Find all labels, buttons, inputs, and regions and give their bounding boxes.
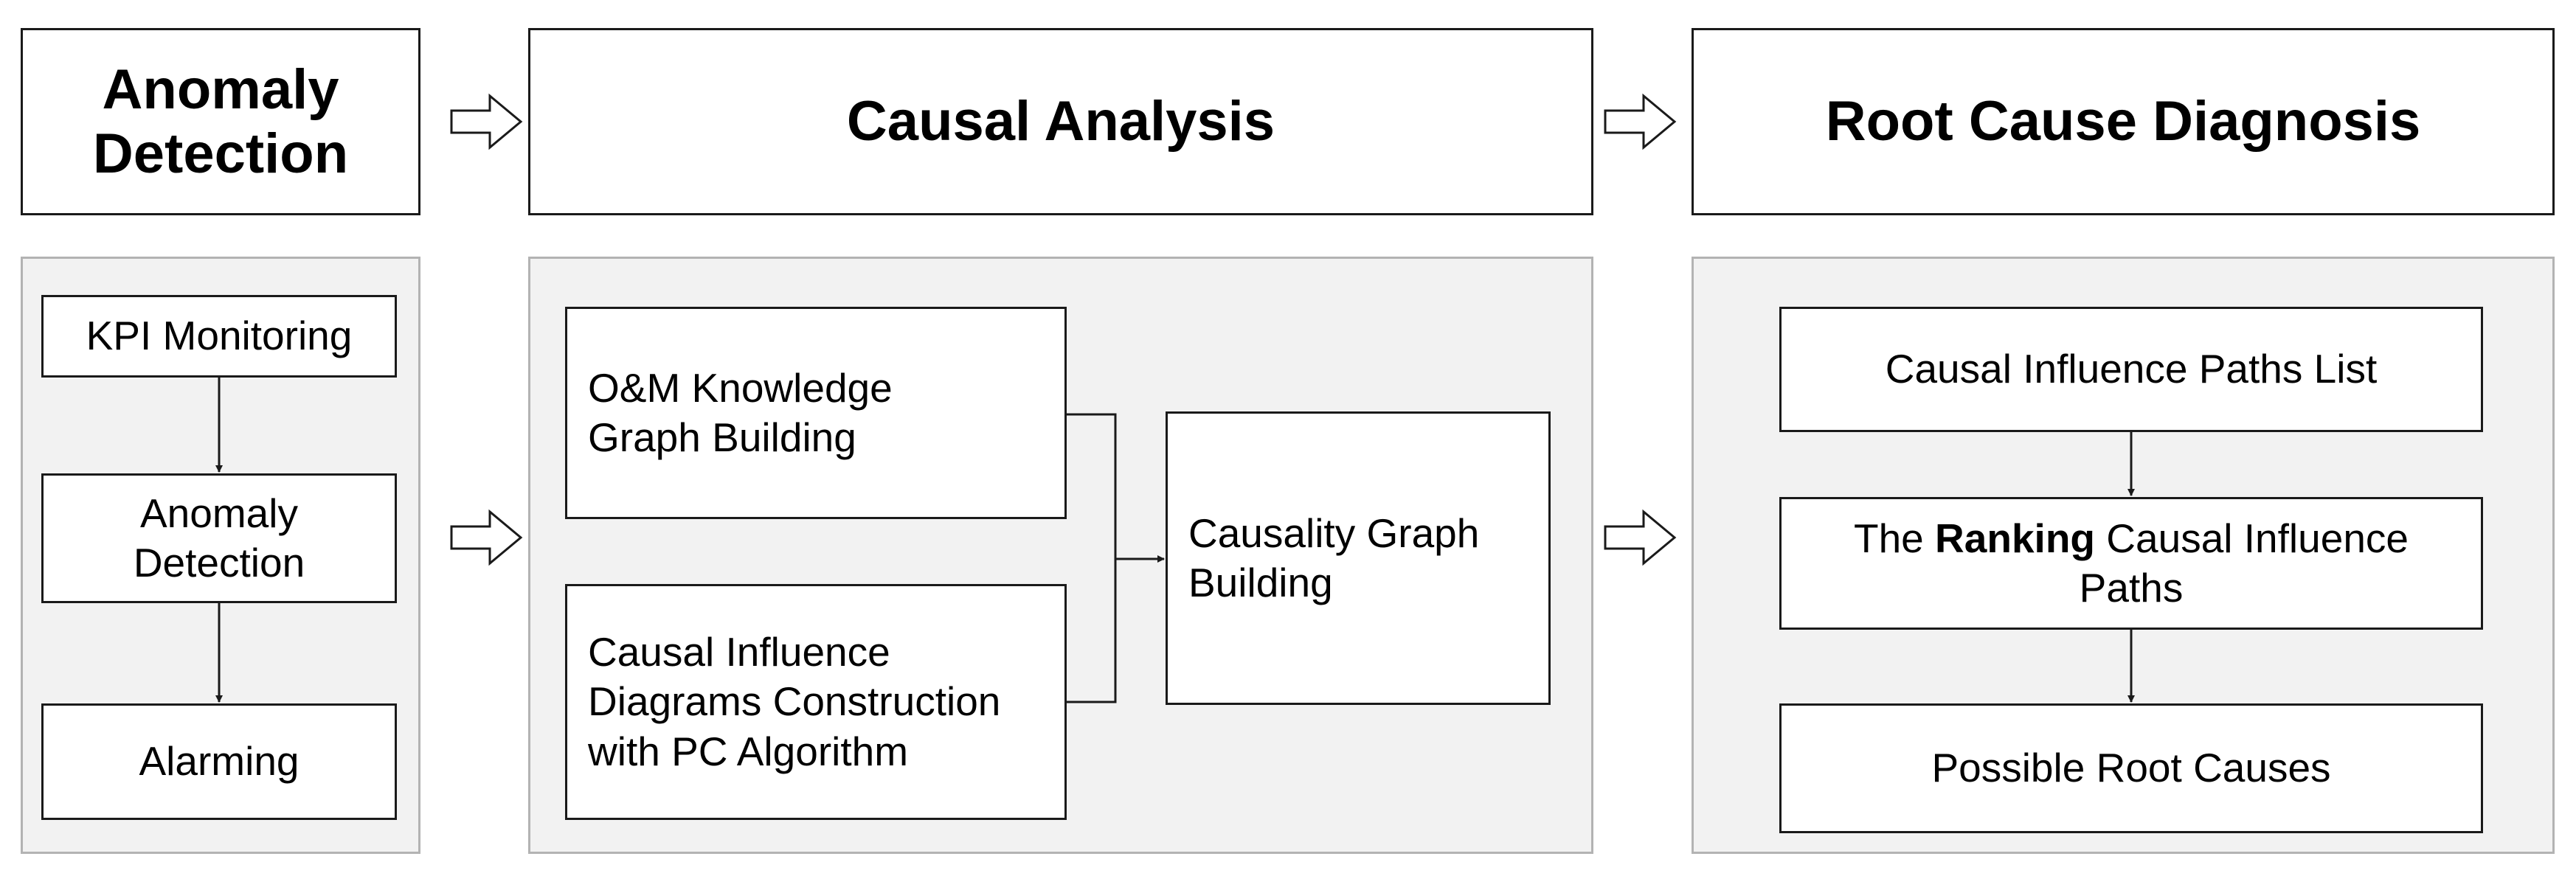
kpi-monitoring-node: KPI Monitoring bbox=[41, 295, 397, 378]
possible-root-causes-node: Possible Root Causes bbox=[1779, 703, 2483, 833]
header-root-cause-diagnosis: Root Cause Diagnosis bbox=[1692, 28, 2555, 215]
ranking-suffix: Causal Influence Paths bbox=[2079, 515, 2409, 611]
header-anomaly-detection: Anomaly Detection bbox=[21, 28, 420, 215]
block-arrow-header-1 bbox=[450, 93, 523, 150]
om-knowledge-graph-node: O&M Knowledge Graph Building bbox=[565, 307, 1067, 519]
header-root-cause-diagnosis-label: Root Cause Diagnosis bbox=[1825, 90, 2421, 153]
alarming-label: Alarming bbox=[139, 738, 300, 785]
block-arrow-header-2 bbox=[1604, 93, 1677, 150]
anomaly-detection-node: Anomaly Detection bbox=[41, 473, 397, 603]
alarming-node: Alarming bbox=[41, 703, 397, 820]
possible-root-causes-label: Possible Root Causes bbox=[1931, 745, 2331, 791]
ranking-prefix: The bbox=[1853, 515, 1924, 561]
causal-influence-diagrams-label: Causal Influence Diagrams Construction w… bbox=[588, 629, 1001, 774]
causality-graph-label: Causality Graph Building bbox=[1188, 510, 1480, 605]
anomaly-detection-label: Anomaly Detection bbox=[133, 490, 305, 585]
causality-graph-node: Causality Graph Building bbox=[1166, 411, 1551, 705]
kpi-monitoring-label: KPI Monitoring bbox=[86, 313, 353, 359]
header-causal-analysis: Causal Analysis bbox=[528, 28, 1593, 215]
ranking-paths-node: The Ranking Causal Influence Paths bbox=[1779, 497, 2483, 630]
block-arrow-panel-1 bbox=[450, 509, 523, 566]
header-causal-analysis-label: Causal Analysis bbox=[846, 90, 1275, 153]
causal-influence-paths-list-node: Causal Influence Paths List bbox=[1779, 307, 2483, 432]
ranking-bold: Ranking bbox=[1935, 515, 2096, 561]
connector-om-knowledge bbox=[1067, 413, 1117, 703]
causal-influence-diagrams-node: Causal Influence Diagrams Construction w… bbox=[565, 584, 1067, 820]
causal-influence-paths-list-label: Causal Influence Paths List bbox=[1885, 346, 2378, 392]
block-arrow-panel-2 bbox=[1604, 509, 1677, 566]
om-knowledge-graph-label: O&M Knowledge Graph Building bbox=[588, 364, 893, 460]
header-anomaly-detection-label: Anomaly Detection bbox=[92, 58, 349, 185]
ranking-paths-text: The Ranking Causal Influence Paths bbox=[1807, 514, 2456, 613]
